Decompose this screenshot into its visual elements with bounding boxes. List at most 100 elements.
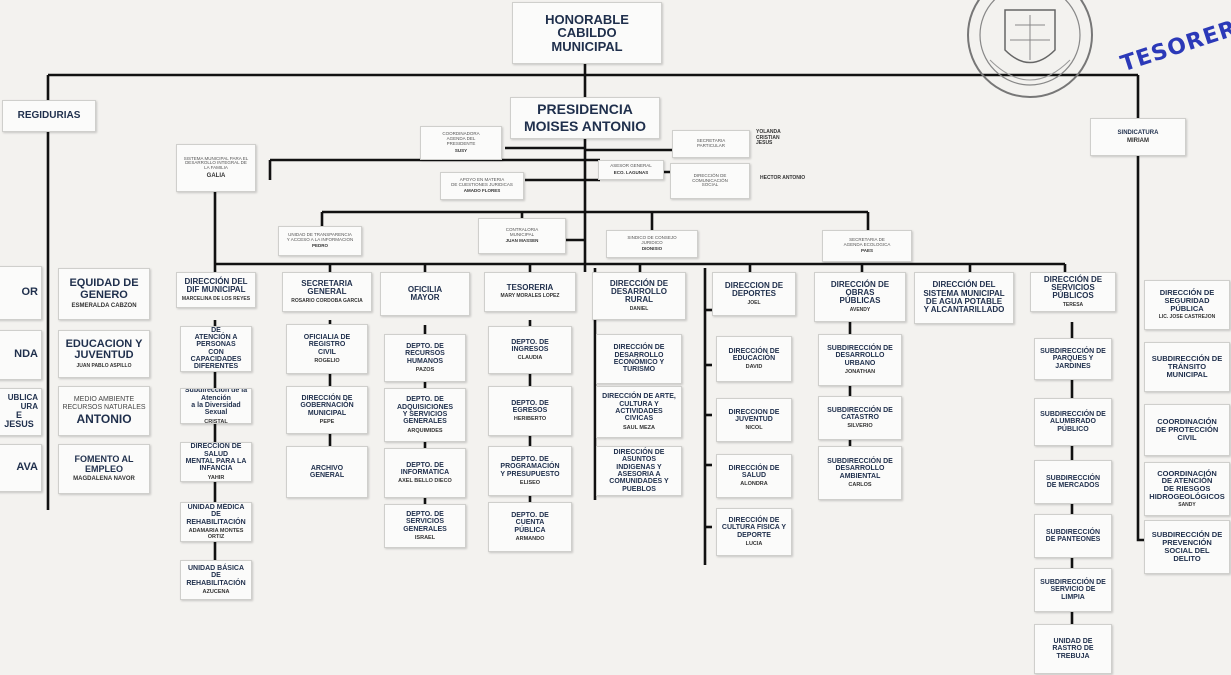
sub-department-0-1[interactable]: Subdirección de la Atención a la Diversi… <box>180 388 252 424</box>
box-title: EQUIDAD DE GENERO <box>69 277 139 301</box>
box-title: DIRECCIÓN DE SALUD MENTAL PARA LA INFANC… <box>185 443 247 473</box>
box-title: SUBDIRECCIÓN DE DESARROLLO AMBIENTAL <box>827 457 893 480</box>
sub-department-5-2[interactable]: DIRECCIÓN DE SALUD ALONDRA <box>716 454 792 498</box>
department-head-2[interactable]: OFICILIA MAYOR <box>380 272 470 316</box>
box-title: DIRECCIÓN DE SALUD <box>728 464 780 479</box>
box-title: DIRECCIÓN DE EDUCACIÓN <box>728 347 780 362</box>
sub-department-8-5[interactable]: UNIDAD DE RASTRO DE TREBUJA <box>1034 624 1112 674</box>
box-name: ANTONIO <box>76 412 132 427</box>
box-name: SILVERIO <box>847 423 873 430</box>
box-title: COORDINACIÓN DE ATENCIÓN DE RIESGOS HIDR… <box>1149 468 1225 502</box>
box-title: SINDICO DE CONSEJO JURIDICO <box>627 234 677 245</box>
regiduria-left-1[interactable]: OR <box>0 266 42 320</box>
box-title: COORDINACIÓN DE ATENCIÓN A PERSONAS CON … <box>190 326 242 371</box>
sub-department-1-2[interactable]: ARCHIVO GENERAL <box>286 446 368 498</box>
coordinadora-box[interactable]: COORDINADORA AGENDA DEL PRESIDENTE SUSY <box>420 126 502 160</box>
box-name: PAES <box>861 248 873 254</box>
sub-department-8-3[interactable]: SUBDIRECCIÓN DE PANTEONES <box>1034 514 1112 558</box>
box-title: UBLICA URA <box>7 393 38 411</box>
secretaria-particular-box[interactable]: SECRETARIA PARTICULAR <box>672 130 750 158</box>
asesor-general-box[interactable]: ASESOR GENERAL ECO. LAGUNAS <box>598 160 664 180</box>
apoyo-juridico-box[interactable]: APOYO EN MATERIA DE CUESTIONES JURIDICAS… <box>440 172 524 200</box>
regiduria-fomento-empleo[interactable]: FOMENTO AL EMPLEO MAGDALENA NAVOR <box>58 444 150 494</box>
box-title: ARCHIVO GENERAL <box>309 464 345 479</box>
regiduria-left-4[interactable]: AVA <box>0 444 42 492</box>
sub-department-8-2[interactable]: SUBDIRECCIÓN DE MERCADOS <box>1034 460 1112 504</box>
sub-department-0-0[interactable]: COORDINACIÓN DE ATENCIÓN A PERSONAS CON … <box>180 326 252 372</box>
box-name: SUSY <box>454 147 468 153</box>
box-name: NDA <box>14 348 38 361</box>
juridico-box[interactable]: SINDICO DE CONSEJO JURIDICO DIONISIO <box>606 230 698 258</box>
presidencia-box[interactable]: PRESIDENCIA MOISES ANTONIO <box>510 97 660 139</box>
sindicatura-sub-3[interactable]: COORDINACIÓN DE ATENCIÓN DE RIESGOS HIDR… <box>1144 462 1230 516</box>
sub-department-6-1[interactable]: SUBDIRECCIÓN DE CATASTRO SILVERIO <box>818 396 902 440</box>
dif-sistema-box[interactable]: SISTEMA MUNICIPAL PARA EL DESARROLLO INT… <box>176 144 256 192</box>
ecologia-box[interactable]: SECRETARIA DE AGENDA ECOLOGICA PAES <box>822 230 912 262</box>
sub-department-8-4[interactable]: SUBDIRECCIÓN DE SERVICIO DE LIMPIA <box>1034 568 1112 612</box>
box-title: UNIDAD DE RASTRO DE TREBUJA <box>1052 637 1094 660</box>
regiduria-left-3[interactable]: UBLICA URA E JESUS <box>0 388 42 436</box>
honorable-cabildo-box[interactable]: HONORABLE CABILDO MUNICIPAL <box>512 2 662 64</box>
sub-department-4-0[interactable]: DIRECCIÓN DE DESARROLLO ECONÓMICO Y TURI… <box>596 334 682 384</box>
box-name: AVA <box>16 461 38 474</box>
sub-department-0-2[interactable]: DIRECCIÓN DE SALUD MENTAL PARA LA INFANC… <box>180 442 252 482</box>
sub-department-2-1[interactable]: DEPTO. DE ADQUISICIONES Y SERVICIOS GENE… <box>384 388 466 442</box>
sub-department-8-1[interactable]: SUBDIRECCIÓN DE ALUMBRADO PÚBLICO <box>1034 398 1112 446</box>
sub-department-4-2[interactable]: DIRECCIÓN DE ASUNTOS INDIGENAS Y ASESORI… <box>596 446 682 496</box>
sindicatura-sub-4[interactable]: SUBDIRECCIÓN DE PREVENCIÓN SOCIAL DEL DE… <box>1144 520 1230 574</box>
sub-department-4-1[interactable]: DIRECCIÓN DE ARTE, CULTURA Y ACTIVIDADES… <box>596 386 682 438</box>
box-name: PAZOS <box>415 366 435 373</box>
regiduria-equidad[interactable]: EQUIDAD DE GENERO ESMERALDA CABZON <box>58 268 150 320</box>
box-name: OR <box>21 286 39 299</box>
box-name: PEPE <box>319 418 335 425</box>
box-title: DIRECCIÓN DE SERVICIOS PÚBLICOS <box>1043 274 1103 301</box>
department-head-7[interactable]: DIRECCIÓN DEL SISTEMA MUNICIPAL DE AGUA … <box>914 272 1014 324</box>
box-name: JUAN MASSEN <box>505 238 539 244</box>
regiduria-medio-ambiente[interactable]: MEDIO AMBIENTE RECURSOS NATURALES ANTONI… <box>58 386 150 436</box>
box-name: ALONDRA <box>740 481 768 488</box>
box-title: SUBDIRECCIÓN DE PREVENCIÓN SOCIAL DEL DE… <box>1151 530 1223 563</box>
box-name: TERESA <box>1062 301 1084 308</box>
box-title: DIRECCION DE JUVENTUD <box>728 408 780 423</box>
box-name: MAGDALENA NAVOR <box>73 476 135 483</box>
box-title: SUBDIRECCIÓN DE CATASTRO <box>827 406 893 421</box>
sindicatura-sub-1[interactable]: SUBDIRECCIÓN DE TRÁNSITO MUNICIPAL <box>1144 342 1230 392</box>
regidurias-box[interactable]: REGIDURIAS <box>2 100 96 132</box>
contraloria-box[interactable]: CONTRALORIA MUNICIPAL JUAN MASSEN <box>478 218 566 254</box>
sub-department-8-0[interactable]: SUBDIRECCIÓN DE PARQUES Y JARDINES <box>1034 338 1112 380</box>
transparencia-box[interactable]: UNIDAD DE TRANSPARENCIA Y ACCESO A LA IN… <box>278 226 362 256</box>
box-name: DAVID <box>745 364 763 371</box>
comunicacion-social-box[interactable]: DIRECCIÓN DE COMUNICACIÓN SOCIAL <box>670 163 750 199</box>
regiduria-left-2[interactable]: NDA <box>0 330 42 380</box>
box-title: UNIDAD MÉDICA DE REHABILITACIÓN <box>186 503 246 526</box>
box-title: SUBDIRECCIÓN DE PANTEONES <box>1045 528 1101 543</box>
sindicatura-box[interactable]: SINDICATURA MIRIAM <box>1090 118 1186 156</box>
sub-department-5-0[interactable]: DIRECCIÓN DE EDUCACIÓN DAVID <box>716 336 792 382</box>
sindicatura-sub-2[interactable]: COORDINACIÓN DE PROTECCIÓN CIVIL <box>1144 404 1230 456</box>
regiduria-educacion[interactable]: EDUCACION Y JUVENTUD JUAN PABLO ASPILLO <box>58 330 150 378</box>
box-name: DIONISIO <box>641 246 663 252</box>
